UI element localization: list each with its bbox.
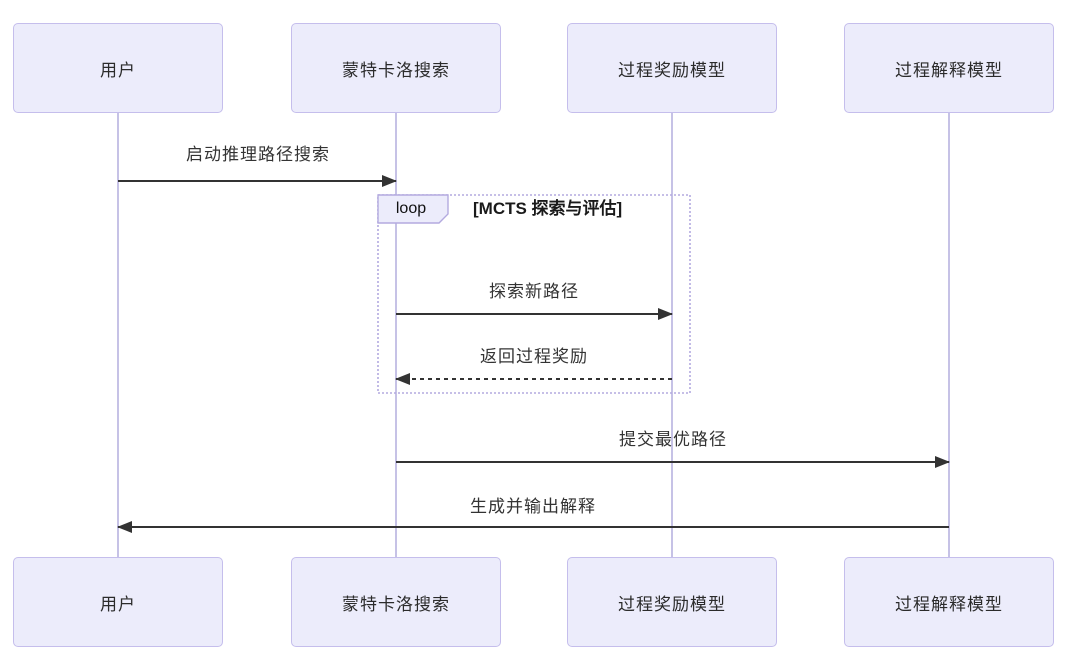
loop-frame xyxy=(377,194,691,394)
loop-keyword: loop xyxy=(395,200,427,217)
actor-label: 用户 xyxy=(100,594,136,614)
actor-label: 过程奖励模型 xyxy=(618,60,726,80)
message-label-start-search: 启动推理路径搜索 xyxy=(186,145,330,164)
message-label-explore-path: 探索新路径 xyxy=(489,282,579,301)
actor-bottom-process-reward-model: 过程奖励模型 xyxy=(567,557,777,647)
message-label-submit-path: 提交最优路径 xyxy=(619,430,727,449)
actor-label: 蒙特卡洛搜索 xyxy=(342,60,450,80)
actor-bottom-process-explain-model: 过程解释模型 xyxy=(844,557,1054,647)
actor-bottom-monte-carlo-search: 蒙特卡洛搜索 xyxy=(291,557,501,647)
actor-top-process-reward-model: 过程奖励模型 xyxy=(567,23,777,113)
actor-label: 过程解释模型 xyxy=(895,594,1003,614)
message-label-return-reward: 返回过程奖励 xyxy=(480,347,588,366)
actor-top-user: 用户 xyxy=(13,23,223,113)
message-label-output-explanation: 生成并输出解释 xyxy=(470,497,596,516)
actor-label: 蒙特卡洛搜索 xyxy=(342,594,450,614)
actor-label: 用户 xyxy=(100,60,136,80)
loop-title: [MCTS 探索与评估] xyxy=(473,199,623,218)
actor-label: 过程奖励模型 xyxy=(618,594,726,614)
actor-top-monte-carlo-search: 蒙特卡洛搜索 xyxy=(291,23,501,113)
loop-keyword-tab xyxy=(377,194,449,224)
actor-top-process-explain-model: 过程解释模型 xyxy=(844,23,1054,113)
actor-label: 过程解释模型 xyxy=(895,60,1003,80)
actor-bottom-user: 用户 xyxy=(13,557,223,647)
